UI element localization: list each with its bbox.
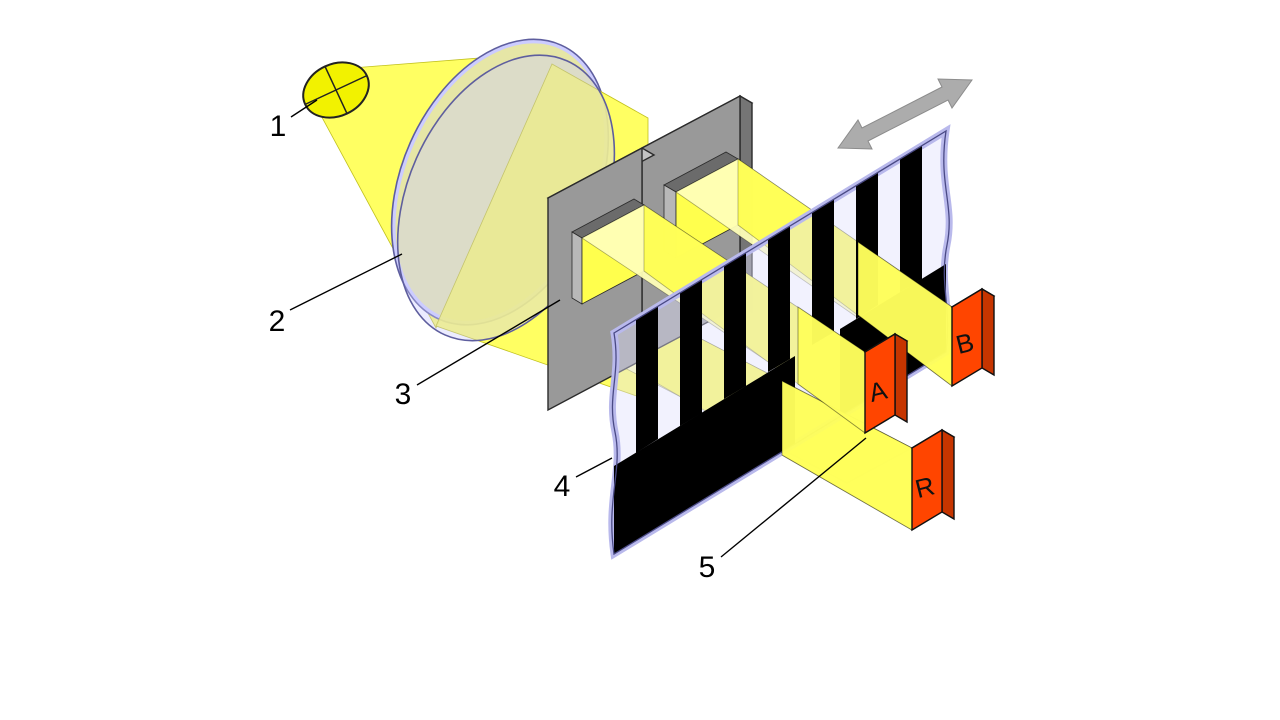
scale-index-track-left <box>614 356 795 554</box>
detector-b-front <box>951 287 983 388</box>
callout-number-4: 4 <box>554 470 571 503</box>
photodetector-b: B <box>950 287 996 388</box>
scale-stripe <box>900 146 922 292</box>
mask-hole1-inner-left <box>571 231 583 305</box>
scale-stripe <box>768 226 790 372</box>
callout-line-1 <box>290 99 318 118</box>
scale-stripe <box>812 199 834 345</box>
scale-stripe <box>680 280 702 426</box>
callout-number-2: 2 <box>269 305 286 338</box>
callout-line-4 <box>575 457 613 478</box>
photodetector-a: A <box>863 332 909 435</box>
callout-line-3 <box>416 299 561 386</box>
callout-number-3: 3 <box>395 378 412 411</box>
detector-r-side <box>941 428 955 521</box>
photodetector-r: R <box>910 428 956 532</box>
detector-r-front <box>911 428 943 532</box>
lamp-cross-vertical <box>324 66 348 114</box>
detector-b-side <box>981 287 995 377</box>
callout-line-2 <box>289 253 403 311</box>
callout-line-5 <box>720 437 867 558</box>
callout-lines <box>289 99 867 558</box>
callout-number-5: 5 <box>699 551 716 584</box>
lamp-icon <box>302 61 370 119</box>
scale-stripe <box>636 306 658 453</box>
callout-number-1: 1 <box>270 110 287 143</box>
scale-stripe <box>724 253 746 399</box>
detector-a-side <box>894 332 908 424</box>
motion-double-arrow-icon <box>837 78 973 150</box>
detector-a-front <box>864 332 896 435</box>
